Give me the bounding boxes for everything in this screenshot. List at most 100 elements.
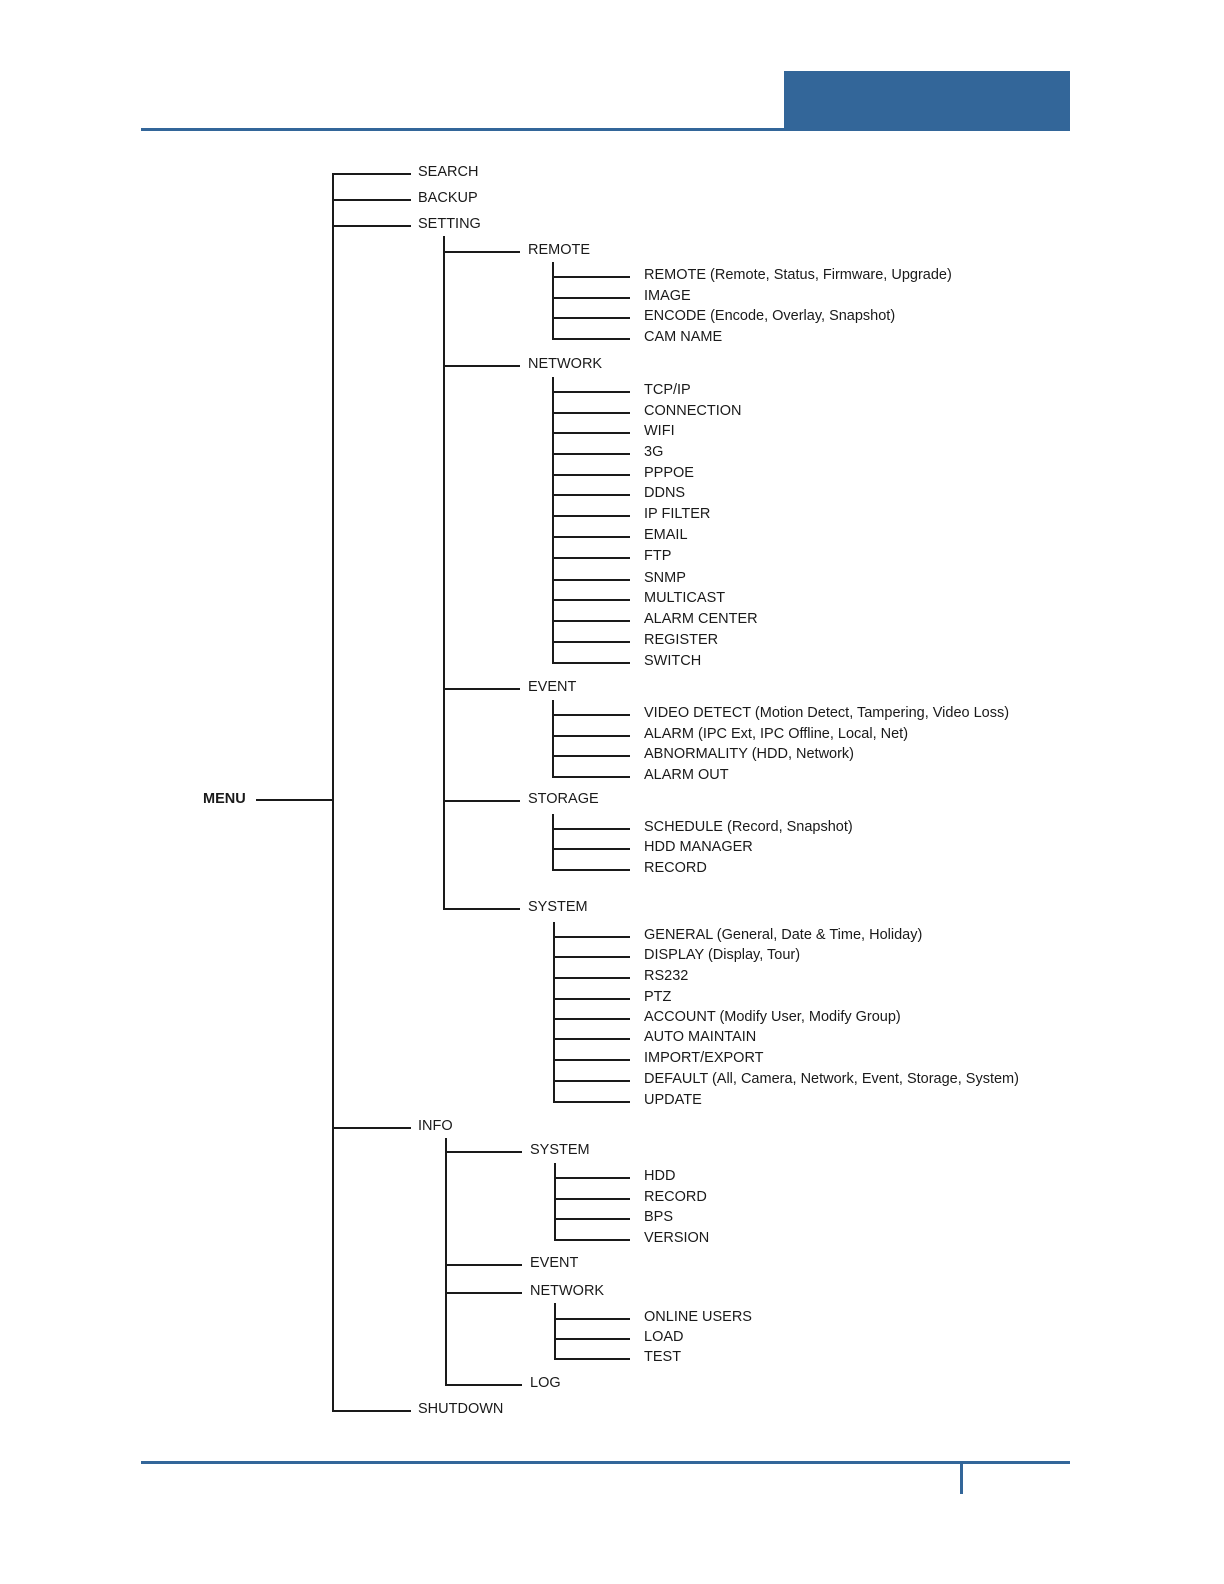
header-accent-block bbox=[784, 71, 1070, 131]
tree-branch-line bbox=[552, 599, 630, 601]
tree-branch-line bbox=[552, 662, 630, 664]
menu-node-level3: VIDEO DETECT (Motion Detect, Tampering, … bbox=[644, 705, 1010, 721]
tree-branch-line bbox=[443, 800, 520, 802]
tree-branch-line bbox=[552, 474, 630, 476]
tree-branch-line bbox=[553, 1101, 630, 1103]
tree-branch-line bbox=[443, 908, 520, 910]
header-rule bbox=[141, 128, 1070, 131]
footer-rule bbox=[141, 1461, 1070, 1464]
tree-branch-line bbox=[553, 1038, 630, 1040]
menu-node-level1: SHUTDOWN bbox=[418, 1401, 504, 1417]
menu-node-level3: CAM NAME bbox=[644, 329, 723, 345]
menu-node-level2: SYSTEM bbox=[528, 899, 588, 915]
tree-leaf-trunk bbox=[554, 1163, 556, 1240]
tree-branch-line bbox=[552, 494, 630, 496]
menu-node-level3: DDNS bbox=[644, 485, 686, 501]
menu-node-level3: ALARM OUT bbox=[644, 767, 729, 783]
menu-node-level3: MULTICAST bbox=[644, 590, 726, 606]
menu-node-level3: ALARM CENTER bbox=[644, 611, 758, 627]
menu-node-level3: 3G bbox=[644, 444, 664, 460]
menu-node-level2: STORAGE bbox=[528, 791, 599, 807]
tree-branch-line bbox=[552, 297, 630, 299]
menu-node-level2: SYSTEM bbox=[530, 1142, 590, 1158]
menu-node-level2: REMOTE bbox=[528, 242, 591, 258]
menu-node-level3: SNMP bbox=[644, 570, 686, 586]
tree-root-connector bbox=[256, 799, 333, 801]
tree-leaf-trunk bbox=[552, 700, 554, 777]
tree-branch-line bbox=[552, 714, 630, 716]
menu-node-level1: INFO bbox=[418, 1118, 453, 1134]
tree-branch-line bbox=[552, 276, 630, 278]
tree-branch-line bbox=[552, 391, 630, 393]
menu-node-level3: HDD bbox=[644, 1168, 676, 1184]
menu-node-level3: BPS bbox=[644, 1209, 674, 1225]
menu-node-level3: CONNECTION bbox=[644, 403, 742, 419]
tree-branch-line bbox=[553, 956, 630, 958]
menu-node-level2: NETWORK bbox=[528, 356, 603, 372]
tree-branch-line bbox=[552, 848, 630, 850]
tree-branch-line bbox=[553, 998, 630, 1000]
menu-node-level3: PPPOE bbox=[644, 465, 694, 481]
tree-branch-line bbox=[445, 1292, 522, 1294]
menu-node-level3: ENCODE (Encode, Overlay, Snapshot) bbox=[644, 308, 896, 324]
tree-branch-line bbox=[554, 1338, 630, 1340]
tree-branch-line bbox=[552, 536, 630, 538]
tree-branch-line bbox=[552, 620, 630, 622]
tree-leaf-trunk bbox=[552, 377, 554, 663]
menu-node-level3: RECORD bbox=[644, 1189, 707, 1205]
menu-node-level3: SWITCH bbox=[644, 653, 702, 669]
tree-branch-line bbox=[332, 199, 411, 201]
menu-node-level3: IMAGE bbox=[644, 288, 691, 304]
tree-branch-line bbox=[332, 225, 411, 227]
tree-branch-line bbox=[554, 1318, 630, 1320]
tree-branch-line bbox=[332, 1127, 411, 1129]
menu-node-level3: GENERAL (General, Date & Time, Holiday) bbox=[644, 927, 923, 943]
tree-branch-line bbox=[552, 828, 630, 830]
tree-sub-trunk bbox=[445, 1138, 447, 1385]
tree-branch-line bbox=[554, 1218, 630, 1220]
menu-node-level3: SCHEDULE (Record, Snapshot) bbox=[644, 819, 853, 835]
menu-node-level3: DISPLAY (Display, Tour) bbox=[644, 947, 801, 963]
tree-leaf-trunk bbox=[553, 922, 555, 1102]
menu-node-level3: PTZ bbox=[644, 989, 672, 1005]
tree-branch-line bbox=[554, 1358, 630, 1360]
tree-root-label: MENU bbox=[203, 791, 246, 807]
tree-branch-line bbox=[445, 1264, 522, 1266]
menu-node-level3: ACCOUNT (Modify User, Modify Group) bbox=[644, 1009, 901, 1025]
tree-branch-line bbox=[554, 1239, 630, 1241]
tree-branch-line bbox=[552, 317, 630, 319]
menu-node-level3: HDD MANAGER bbox=[644, 839, 753, 855]
tree-leaf-trunk bbox=[552, 262, 554, 339]
tree-branch-line bbox=[552, 453, 630, 455]
tree-branch-line bbox=[552, 641, 630, 643]
tree-sub-trunk bbox=[443, 236, 445, 909]
tree-branch-line bbox=[445, 1384, 522, 1386]
tree-branch-line bbox=[443, 688, 520, 690]
tree-branch-line bbox=[332, 1410, 411, 1412]
tree-branch-line bbox=[443, 251, 520, 253]
menu-node-level2: EVENT bbox=[530, 1255, 579, 1271]
menu-node-level2: NETWORK bbox=[530, 1283, 605, 1299]
tree-branch-line bbox=[553, 1080, 630, 1082]
menu-node-level3: AUTO MAINTAIN bbox=[644, 1029, 757, 1045]
tree-branch-line bbox=[552, 579, 630, 581]
menu-node-level3: TCP/IP bbox=[644, 382, 691, 398]
tree-branch-line bbox=[554, 1177, 630, 1179]
menu-node-level3: EMAIL bbox=[644, 527, 688, 543]
menu-node-level1: BACKUP bbox=[418, 190, 478, 206]
menu-node-level3: ALARM (IPC Ext, IPC Offline, Local, Net) bbox=[644, 726, 909, 742]
tree-branch-line bbox=[332, 173, 411, 175]
tree-branch-line bbox=[552, 432, 630, 434]
tree-branch-line bbox=[553, 1059, 630, 1061]
tree-branch-line bbox=[443, 365, 520, 367]
tree-branch-line bbox=[552, 557, 630, 559]
menu-node-level3: ONLINE USERS bbox=[644, 1309, 752, 1325]
menu-node-level3: IP FILTER bbox=[644, 506, 711, 522]
menu-node-level2: EVENT bbox=[528, 679, 577, 695]
tree-branch-line bbox=[552, 735, 630, 737]
tree-branch-line bbox=[552, 338, 630, 340]
menu-node-level3: TEST bbox=[644, 1349, 682, 1365]
tree-branch-line bbox=[553, 936, 630, 938]
tree-main-trunk bbox=[332, 173, 334, 1411]
